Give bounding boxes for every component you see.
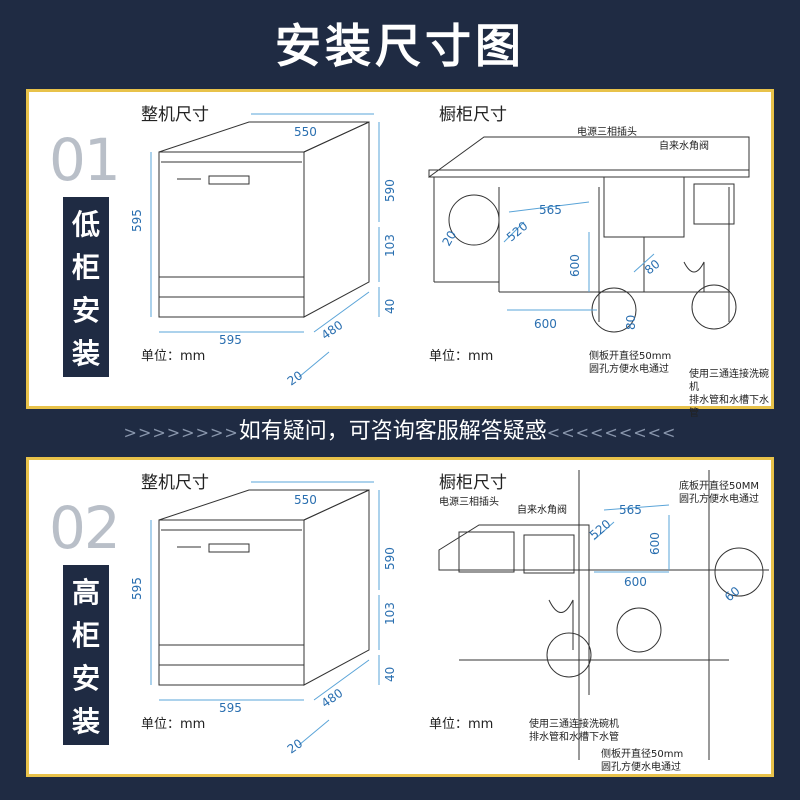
cab-dim-520: 520 xyxy=(504,219,531,244)
tag-char: 柜 xyxy=(71,618,100,652)
tag-char: 装 xyxy=(71,704,100,738)
tag-char: 柜 xyxy=(71,250,100,284)
side-hole-note: 侧板开直径50mm 圆孔方便水电通过 xyxy=(601,749,684,773)
cab-dim-565: 565 xyxy=(619,503,642,517)
cab-dim-dia80: 80 xyxy=(624,315,638,330)
cabinet-drawing xyxy=(428,136,750,333)
banner-text: 如有疑问，可咨询客服解答疑惑 xyxy=(238,419,547,444)
dim-height-right: 590 xyxy=(383,547,397,570)
tag-char: 低 xyxy=(71,207,100,241)
cab-dim-600h: 600 xyxy=(568,254,582,277)
high-cabinet-tag: 高 柜 安 装 xyxy=(63,565,109,745)
dim-width-top: 550 xyxy=(294,125,317,139)
page-title: 安装尺寸图 xyxy=(275,19,525,73)
bottom-hole-note: 底板开直径50MM 圆孔方便水电通过 xyxy=(679,481,759,505)
tag-char: 安 xyxy=(71,293,100,327)
dim-20: 20 xyxy=(285,368,306,388)
cabinet-drawing xyxy=(438,470,769,760)
tag-char: 高 xyxy=(71,575,100,609)
unit-label: 单位：mm xyxy=(141,349,206,364)
cab-dim-600w: 600 xyxy=(534,317,557,331)
low-cabinet-tag: 低 柜 安 装 xyxy=(63,197,109,377)
dim-103: 103 xyxy=(383,234,397,257)
machine-size-label: 整机尺寸 xyxy=(141,473,209,493)
dim-depth: 480 xyxy=(319,318,346,343)
tag-char: 安 xyxy=(71,661,100,695)
help-banner: >>>>>>>>如有疑问，可咨询客服解答疑惑<<<<<<<<< xyxy=(0,413,800,445)
dim-width-top: 550 xyxy=(294,493,317,507)
cab-dim-520: 520 xyxy=(587,517,614,542)
dim-height-left: 595 xyxy=(130,209,144,232)
dishwasher-drawing xyxy=(158,121,370,318)
panel-high-cabinet: 02 高 柜 安 装 整机尺寸 橱柜尺寸 单位：mm 单位：mm 电源三相插头 … xyxy=(26,457,774,777)
dim-height-left: 595 xyxy=(130,577,144,600)
dim-40: 40 xyxy=(383,667,397,682)
panel-low-cabinet: 01 低 柜 安 装 整机尺寸 橱柜尺寸 单位：mm 单位：mm 电源三相插头 … xyxy=(26,89,774,419)
unit-label: 单位：mm xyxy=(429,717,494,732)
tag-char: 装 xyxy=(71,336,100,370)
low-cabinet-diagram: 550 595 590 103 40 480 595 20 xyxy=(130,113,750,388)
dishwasher-drawing xyxy=(158,489,370,686)
power-plug-note: 电源三相插头 xyxy=(577,127,637,138)
dim-height-right: 590 xyxy=(383,179,397,202)
tee-pipe-note: 使用三通连接洗碗机 排水管和水槽下水管 xyxy=(529,719,619,743)
cab-dim-600h: 600 xyxy=(648,532,662,555)
tee-pipe-note: 使用三通连接洗碗机 排水管和水槽下水管 xyxy=(689,369,769,419)
panel-number: 02 xyxy=(49,494,121,562)
cabinet-size-label: 橱柜尺寸 xyxy=(439,105,507,125)
cab-dim-dia60: 60 xyxy=(722,584,743,605)
unit-label: 单位：mm xyxy=(429,349,494,364)
dim-20: 20 xyxy=(285,736,306,756)
cab-dim-80: 80 xyxy=(642,257,663,278)
water-valve-note: 自来水角阀 xyxy=(517,505,567,516)
side-hole-note: 侧板开直径50mm 圆孔方便水电通过 xyxy=(589,351,672,375)
dim-width-bottom: 595 xyxy=(219,333,242,347)
cab-dim-565: 565 xyxy=(539,203,562,217)
water-valve-note: 自来水角阀 xyxy=(659,141,709,152)
power-plug-note: 电源三相插头 xyxy=(439,497,499,508)
left-arrows: >>>>>>>> xyxy=(123,423,239,442)
machine-size-label: 整机尺寸 xyxy=(141,105,209,125)
cab-dim-20: 20 xyxy=(439,228,459,248)
cab-dim-600w: 600 xyxy=(624,575,647,589)
cabinet-size-label: 橱柜尺寸 xyxy=(439,473,507,493)
high-cabinet-diagram: 550 595 590 103 40 480 595 20 565 xyxy=(130,470,769,760)
dim-width-bottom: 595 xyxy=(219,701,242,715)
dim-40: 40 xyxy=(383,299,397,314)
dim-103: 103 xyxy=(383,602,397,625)
panel-number: 01 xyxy=(49,126,121,194)
dim-depth: 480 xyxy=(319,686,346,711)
right-arrows: <<<<<<<<< xyxy=(546,423,677,442)
unit-label: 单位：mm xyxy=(141,717,206,732)
